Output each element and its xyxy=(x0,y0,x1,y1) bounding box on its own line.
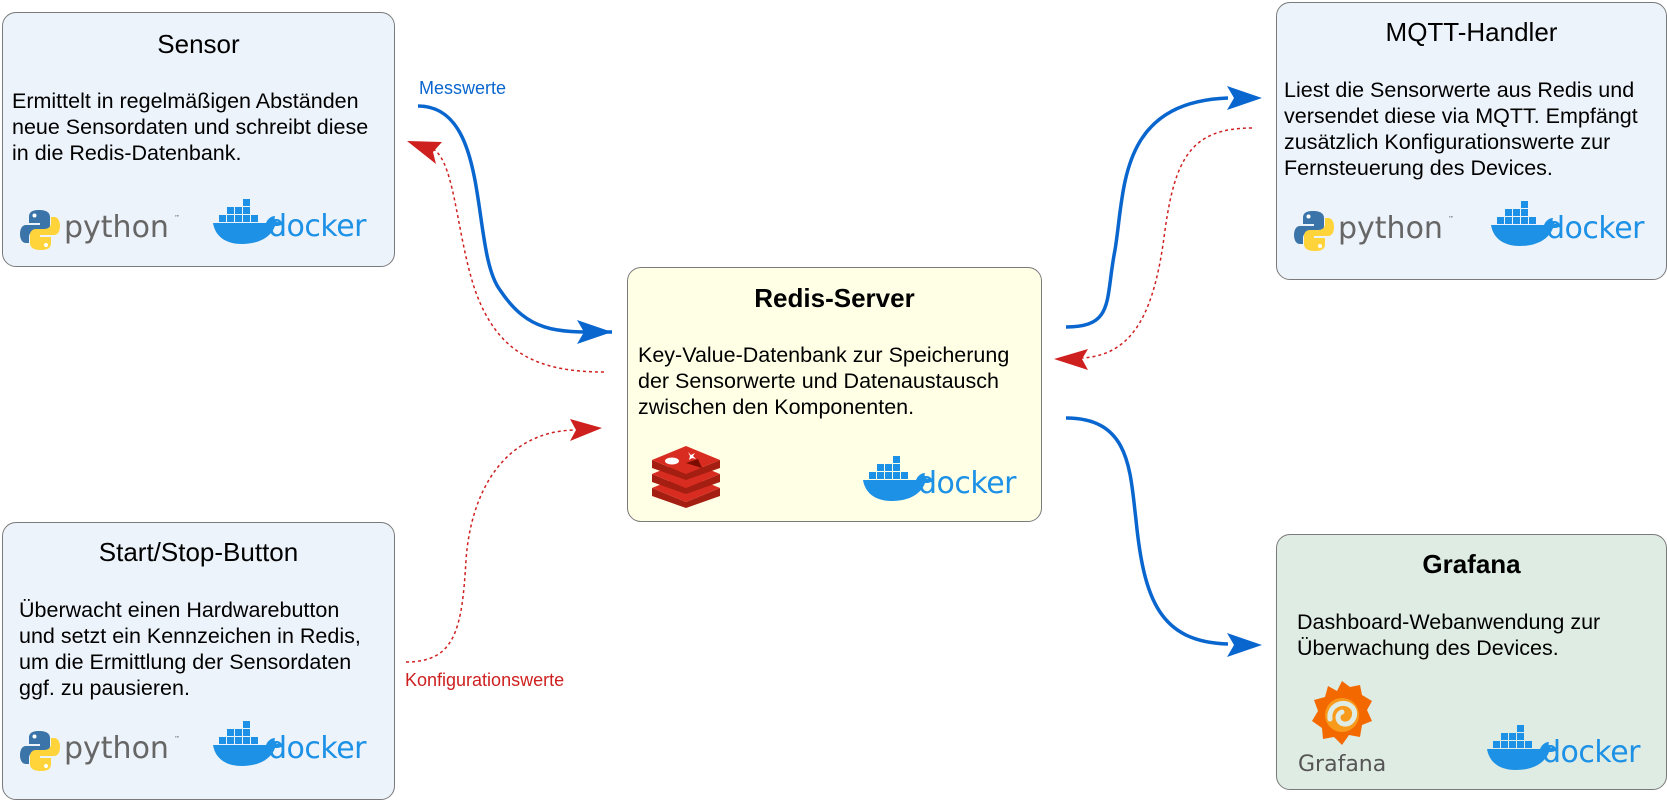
edge-label-konfigurationswerte: Konfigurationswerte xyxy=(405,670,565,690)
sensor-box: Sensor Ermittelt in regelmäßigen Abständ… xyxy=(2,12,395,267)
python-tm: ™ xyxy=(174,735,179,743)
docker-wordmark: docker xyxy=(1546,211,1645,246)
docker-wordmark: docker xyxy=(1542,735,1641,770)
python-logo: python ™ xyxy=(19,727,181,780)
python-logo: python ™ xyxy=(1293,207,1455,260)
python-snake-icon xyxy=(20,731,60,771)
docker-logo: docker xyxy=(211,199,373,254)
redis-logo xyxy=(650,446,722,513)
docker-logo: docker xyxy=(211,721,373,776)
edge-button-to-redis xyxy=(405,429,575,663)
docker-whale-icon xyxy=(863,456,933,501)
grafana-logo: Grafana xyxy=(1295,675,1395,780)
edge-redis-to-grafana xyxy=(1065,416,1229,646)
python-wordmark: python xyxy=(64,731,169,766)
docker-whale-icon xyxy=(213,721,283,766)
python-snake-icon xyxy=(20,210,60,250)
edge-redis-to-sensor xyxy=(427,146,605,373)
sensor-title: Sensor xyxy=(157,29,240,59)
docker-whale-icon xyxy=(1491,201,1561,246)
python-wordmark: python xyxy=(64,210,169,245)
grafana-description: Dashboard-Webanwendung zur Überwachung d… xyxy=(1297,610,1601,660)
docker-wordmark: docker xyxy=(268,209,367,244)
python-snake-icon xyxy=(1294,211,1334,251)
arrowhead-sensor-to-redis xyxy=(577,320,612,344)
start-stop-button-description: Überwacht einen Hardwarebutton und setzt… xyxy=(19,598,361,700)
start-stop-button-box: Start/Stop-Button Überwacht einen Hardwa… xyxy=(2,522,395,800)
redis-server-box: Redis-Server Key-Value-Datenbank zur Spe… xyxy=(627,267,1042,522)
grafana-swirl-icon xyxy=(1312,681,1372,745)
docker-wordmark: docker xyxy=(918,466,1017,501)
mqtt-handler-box: MQTT-Handler Liest die Sensorwerte aus R… xyxy=(1276,2,1667,280)
grafana-box: Grafana Dashboard-Webanwendung zur Überw… xyxy=(1276,534,1667,790)
arrowhead-redis-to-mqtt xyxy=(1227,86,1262,110)
start-stop-button-title: Start/Stop-Button xyxy=(98,537,299,567)
docker-whale-icon xyxy=(213,199,283,244)
mqtt-handler-description: Liest die Sensorwerte aus Redis und vers… xyxy=(1284,78,1638,180)
grafana-title: Grafana xyxy=(1422,549,1521,579)
edge-sensor-to-redis xyxy=(417,104,613,334)
python-tm: ™ xyxy=(174,214,179,222)
grafana-wordmark: Grafana xyxy=(1298,752,1386,775)
docker-wordmark: docker xyxy=(268,731,367,766)
edge-mqtt-to-redis xyxy=(1081,127,1253,359)
mqtt-handler-title: MQTT-Handler xyxy=(1385,17,1558,47)
docker-logo: docker xyxy=(1489,201,1651,256)
redis-server-description: Key-Value-Datenbank zur Speicherung der … xyxy=(638,343,1010,419)
python-tm: ™ xyxy=(1448,215,1453,223)
arrowhead-mqtt-to-redis xyxy=(1054,349,1088,370)
redis-server-title: Redis-Server xyxy=(754,283,915,313)
arrowhead-button-to-redis xyxy=(570,419,602,441)
python-wordmark: python xyxy=(1338,211,1443,246)
arrowhead-redis-to-sensor xyxy=(407,141,442,164)
sensor-description: Ermittelt in regelmäßigen Abständen neue… xyxy=(12,89,369,165)
docker-whale-icon xyxy=(1487,725,1557,770)
python-logo: python ™ xyxy=(19,206,181,259)
arrowhead-redis-to-grafana xyxy=(1227,633,1262,657)
edge-redis-to-mqtt xyxy=(1065,96,1229,329)
docker-logo: docker xyxy=(861,456,1023,511)
edge-label-messwerte: Messwerte xyxy=(419,78,507,98)
docker-logo: docker xyxy=(1485,725,1647,780)
redis-icon xyxy=(652,446,720,508)
